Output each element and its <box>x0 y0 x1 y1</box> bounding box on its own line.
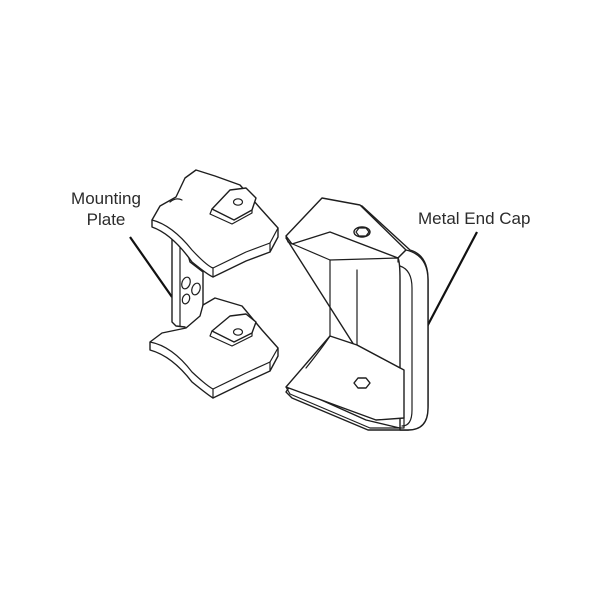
mounting-plate-label-line-1: Mounting <box>71 189 141 208</box>
metal-end-cap-label: Metal End Cap <box>418 208 530 229</box>
mounting-plate-drawing <box>149 169 279 399</box>
mounting-plate-leader-line <box>129 236 173 298</box>
mounting-plate-label: Mounting Plate <box>56 188 156 230</box>
metal-end-cap-leader-line <box>420 231 478 339</box>
metal-end-cap-label-line-1: Metal End Cap <box>418 209 531 228</box>
mounting-plate-label-line-2: Plate <box>86 210 126 229</box>
metal-end-cap-drawing <box>285 197 429 431</box>
